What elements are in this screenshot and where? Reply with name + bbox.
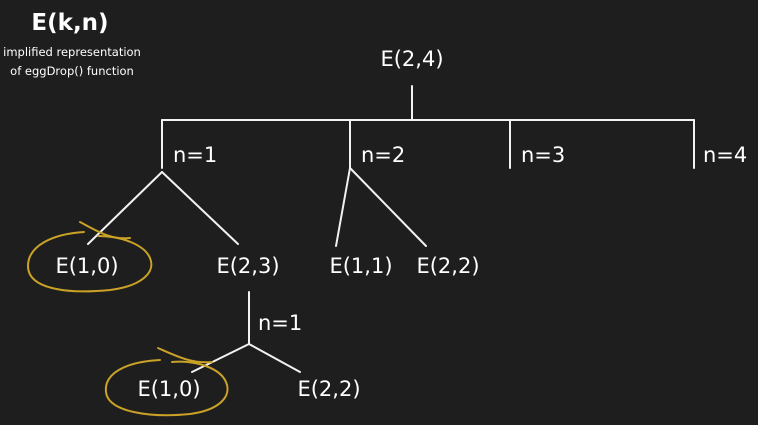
- branch-label-n1: n=1: [173, 143, 217, 167]
- node-n2-left: E(1,1): [329, 254, 392, 278]
- highlight-strike-2: [157, 347, 213, 364]
- node-n2-right: E(2,2): [416, 254, 479, 278]
- diagram-subtitle-line2: of eggDrop() function: [10, 64, 134, 78]
- edge-n1-left: [87, 171, 163, 245]
- node-n1-right: E(2,3): [216, 254, 279, 278]
- branch-label-n4: n=4: [703, 143, 747, 167]
- edge-n2-left: [335, 167, 351, 247]
- root-node: E(2,4): [380, 47, 443, 71]
- highlight-circle-base-case-1: [26, 231, 153, 293]
- sub-branch-label: n=1: [258, 311, 302, 335]
- node-sub-left: E(1,0): [137, 377, 200, 401]
- diagram-title: E(k,n): [31, 10, 108, 36]
- node-sub-right: E(2,2): [297, 377, 360, 401]
- branch-label-n3: n=3: [521, 143, 565, 167]
- edge-sub-left: [191, 343, 250, 373]
- edge-n1-right: [161, 171, 239, 245]
- edge-n2-right: [349, 167, 427, 247]
- diagram-subtitle-line1: implified representation: [3, 45, 141, 59]
- edge-sub-right: [248, 343, 301, 373]
- highlight-circle-base-case-2: [104, 359, 229, 417]
- node-n1-left: E(1,0): [55, 254, 118, 278]
- branch-label-n2: n=2: [361, 143, 405, 167]
- highlight-strike-1: [79, 221, 131, 240]
